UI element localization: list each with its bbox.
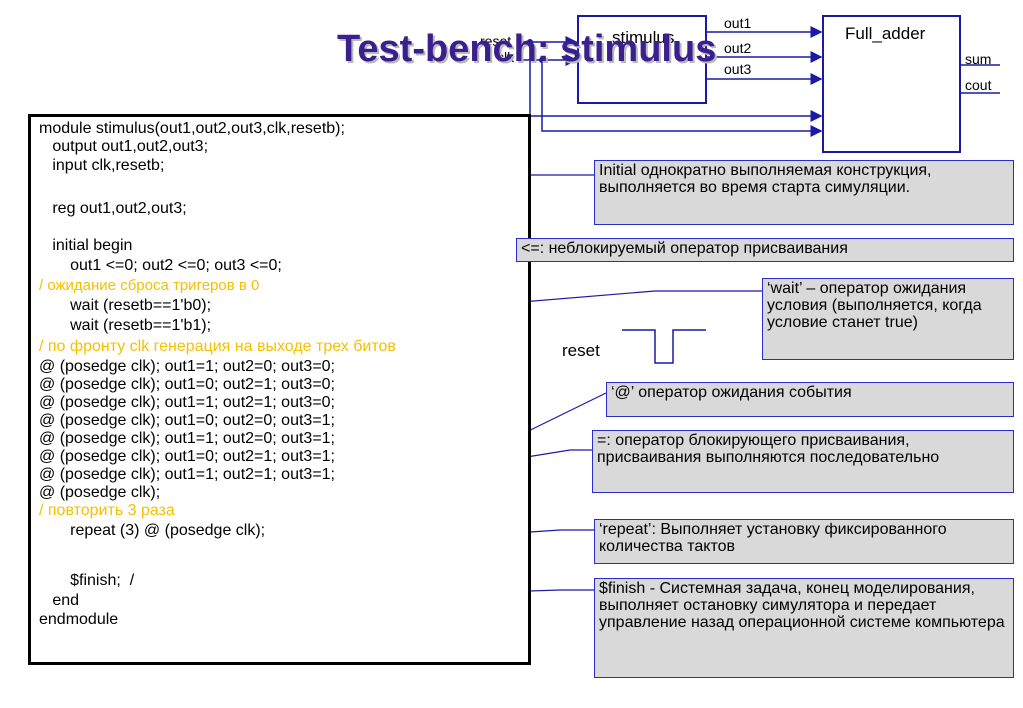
code-line: @ (posedge clk); out1=0; out2=1; out3=0; — [39, 376, 335, 393]
note-nonblocking: <=: неблокируемый оператор присваивания — [516, 238, 1014, 262]
code-line: @ (posedge clk); out1=0; out2=0; out3=1; — [39, 412, 335, 429]
code-line: @ (posedge clk); out1=1; out2=0; out3=1; — [39, 430, 335, 447]
wire-clk-to-adder — [541, 60, 823, 137]
page-title: Test-bench: stimulus — [337, 28, 717, 70]
code-line: @ (posedge clk); out1=1; out2=1; out3=0; — [39, 394, 335, 411]
code-line: output out1,out2,out3; — [39, 138, 209, 155]
reset-waveform — [622, 329, 706, 364]
code-line: module stimulus(out1,out2,out3,clk,reset… — [39, 120, 345, 137]
note-finish: $finish - Системная задача, конец модели… — [594, 578, 1014, 678]
code-line: @ (posedge clk); out1=0; out2=1; out3=1; — [39, 448, 335, 465]
stimulus-block — [577, 15, 707, 104]
cout-label: cout — [965, 77, 992, 93]
code-listing: module stimulus(out1,out2,out3,clk,reset… — [28, 114, 531, 665]
code-line: $finish; / — [39, 572, 135, 589]
reset-input-label: reset — [480, 33, 512, 49]
code-line: @ (posedge clk); — [39, 484, 161, 501]
code-line: endmodule — [39, 611, 119, 628]
code-line: repeat (3) @ (posedge clk); — [39, 522, 266, 539]
note-repeat: ‘repeat’: Выполняет установку фиксирован… — [594, 519, 1014, 564]
out1-label: out1 — [724, 15, 752, 31]
code-comment: / по фронту clk генерация на выходе трех… — [39, 338, 396, 355]
out2-label: out2 — [724, 40, 752, 56]
code-line: wait (resetb==1'b0); — [39, 297, 212, 314]
clk-input-label: clk — [497, 49, 515, 65]
note-event: ‘@’ оператор ожидания события — [606, 382, 1014, 417]
out3-label: out3 — [724, 61, 752, 77]
code-line: out1 <=0; out2 <=0; out3 <=0; — [39, 257, 282, 274]
code-comment: / ожидание сброса тригеров в 0 — [39, 277, 260, 294]
code-line: input clk,resetb; — [39, 157, 165, 174]
code-line: initial begin — [39, 237, 133, 254]
code-comment: / повторить 3 раза — [39, 502, 175, 519]
full-adder-label: Full_adder — [845, 24, 926, 43]
reset-waveform-label: reset — [562, 341, 600, 360]
code-line: end — [39, 592, 80, 609]
note-initial: Initial однократно выполняемая конструкц… — [594, 160, 1014, 225]
note-wait: ‘wait’ – оператор ожидания условия (выпо… — [762, 278, 1014, 360]
stimulus-label: stimulus — [612, 28, 675, 47]
code-line: reg out1,out2,out3; — [39, 200, 187, 217]
note-blocking: =: оператор блокирующего присваивания, п… — [592, 430, 1014, 493]
code-line: @ (posedge clk); out1=1; out2=1; out3=1; — [39, 466, 335, 483]
code-line: wait (resetb==1'b1); — [39, 317, 212, 334]
code-line: @ (posedge clk); out1=1; out2=0; out3=0; — [39, 358, 335, 375]
sum-label: sum — [965, 51, 992, 67]
full-adder-block — [822, 15, 961, 153]
